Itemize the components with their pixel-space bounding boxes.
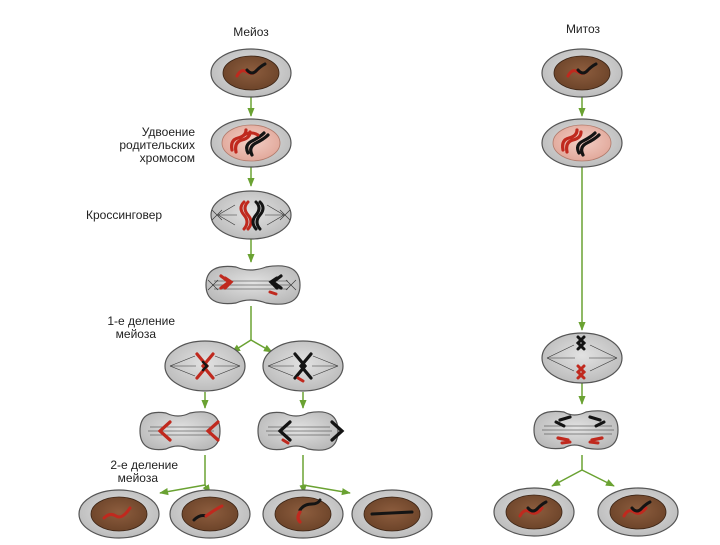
meiosis-arrows <box>159 96 351 496</box>
meiosis-cell-anaphase-2-left <box>139 411 221 451</box>
crossing-over-label: Кроссинговер <box>86 208 163 222</box>
meiosis-cell-crossing-over <box>210 190 292 240</box>
mitosis-cell-metaphase <box>541 332 623 384</box>
first-division-label-line-2: мейоза <box>115 327 156 341</box>
mitosis-daughter-cell-1 <box>493 487 575 537</box>
duplication-label-line-2: родительских <box>119 138 195 152</box>
meiosis-gamete-1 <box>78 489 160 539</box>
meiosis-cell-division-1-left <box>164 340 246 392</box>
arrow-split-left <box>551 469 583 487</box>
second-division-label-line-1: 2-е деление <box>110 458 178 472</box>
mitosis-title: Митоз <box>565 22 601 36</box>
first-division-label-line-1: 1-е деление <box>107 314 175 328</box>
second-division-label-line-2: мейоза <box>117 471 158 485</box>
duplication-label-line-3: хромосом <box>139 151 195 165</box>
meiosis-title: Мейоз <box>233 25 269 39</box>
mitosis-arrows <box>551 96 615 487</box>
mitosis-cell-duplication <box>541 118 623 168</box>
arrow-split-right <box>250 339 273 353</box>
meiosis-gamete-3 <box>262 489 344 539</box>
meiosis-cell-metaphase-1 <box>205 265 301 305</box>
arrow-split-right <box>581 469 615 487</box>
meiosis-gamete-4 <box>351 489 433 539</box>
meiosis-cell-duplication <box>210 118 292 168</box>
duplication-label-line-1: Удвоение <box>141 125 195 139</box>
meiosis-gamete-2 <box>169 489 251 539</box>
mitosis-cell-interphase <box>541 48 623 98</box>
mitosis-cell-anaphase <box>533 410 619 450</box>
mitosis-daughter-cell-2 <box>597 487 679 537</box>
meiosis-cell-division-1-right <box>262 340 344 392</box>
meiosis-cell-interphase <box>210 48 292 98</box>
meiosis-cell-anaphase-2-right <box>257 411 345 451</box>
arrow-split-right <box>302 484 351 496</box>
arrow-split-left <box>159 484 206 496</box>
